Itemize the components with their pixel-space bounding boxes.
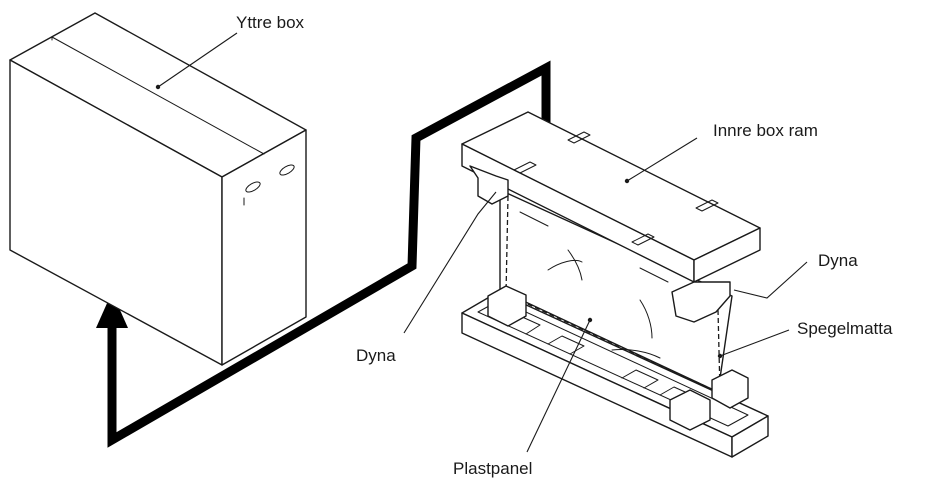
- cardboard-box-icon: [9, 12, 307, 366]
- thick-return-arrow-icon: [96, 60, 551, 448]
- bottom-cushions: [487, 285, 749, 431]
- label-mirror-mat: Spegelmatta: [797, 319, 893, 338]
- leader-lines: [157, 32, 808, 453]
- label-cushion-right: Dyna: [818, 251, 858, 270]
- top-cushions: [469, 165, 731, 323]
- label-outer-box: Yttre box: [236, 13, 305, 32]
- leader-dots: [155, 84, 723, 359]
- label-inner-frame: Innre box ram: [713, 121, 818, 140]
- label-plastic-panel: Plastpanel: [453, 459, 532, 478]
- panel-packaging-assembly-icon: [461, 111, 769, 458]
- inner-frame: [461, 111, 761, 283]
- label-cushion-left: Dyna: [356, 346, 396, 365]
